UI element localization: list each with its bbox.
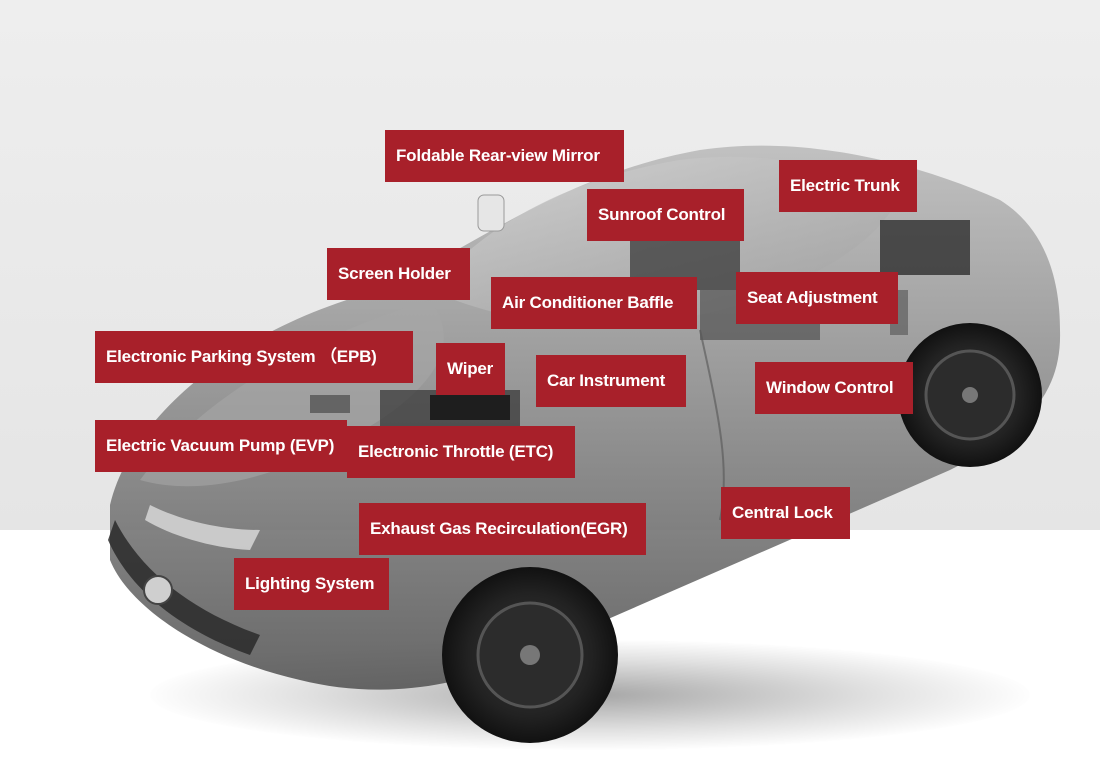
- interior-block-5: [430, 395, 510, 420]
- label-seat-adjustment: Seat Adjustment: [736, 272, 898, 324]
- front-wheel-cap: [520, 645, 540, 665]
- label-window-control: Window Control: [755, 362, 913, 414]
- label-wiper: Wiper: [436, 343, 505, 395]
- mirror-shape: [477, 194, 505, 232]
- label-air-conditioner-baffle: Air Conditioner Baffle: [491, 277, 697, 329]
- label-electric-trunk: Electric Trunk: [779, 160, 917, 212]
- spring-front: [310, 395, 350, 413]
- label-electronic-throttle: Electronic Throttle (ETC): [347, 426, 575, 478]
- label-central-lock: Central Lock: [721, 487, 850, 539]
- label-screen-holder: Screen Holder: [327, 248, 470, 300]
- rear-wheel-cap: [962, 387, 978, 403]
- interior-block-2: [880, 220, 970, 275]
- front-emblem: [143, 575, 173, 605]
- label-sunroof-control: Sunroof Control: [587, 189, 744, 241]
- front-grille: [108, 520, 260, 655]
- label-foldable-rear-view-mirror: Foldable Rear-view Mirror: [385, 130, 624, 182]
- label-car-instrument: Car Instrument: [536, 355, 686, 407]
- label-electric-vacuum-pump: Electric Vacuum Pump (EVP): [95, 420, 347, 472]
- label-exhaust-gas-recirculation: Exhaust Gas Recirculation(EGR): [359, 503, 646, 555]
- headlight: [145, 505, 260, 550]
- label-electronic-parking-system: Electronic Parking System （EPB): [95, 331, 413, 383]
- label-lighting-system: Lighting System: [234, 558, 389, 610]
